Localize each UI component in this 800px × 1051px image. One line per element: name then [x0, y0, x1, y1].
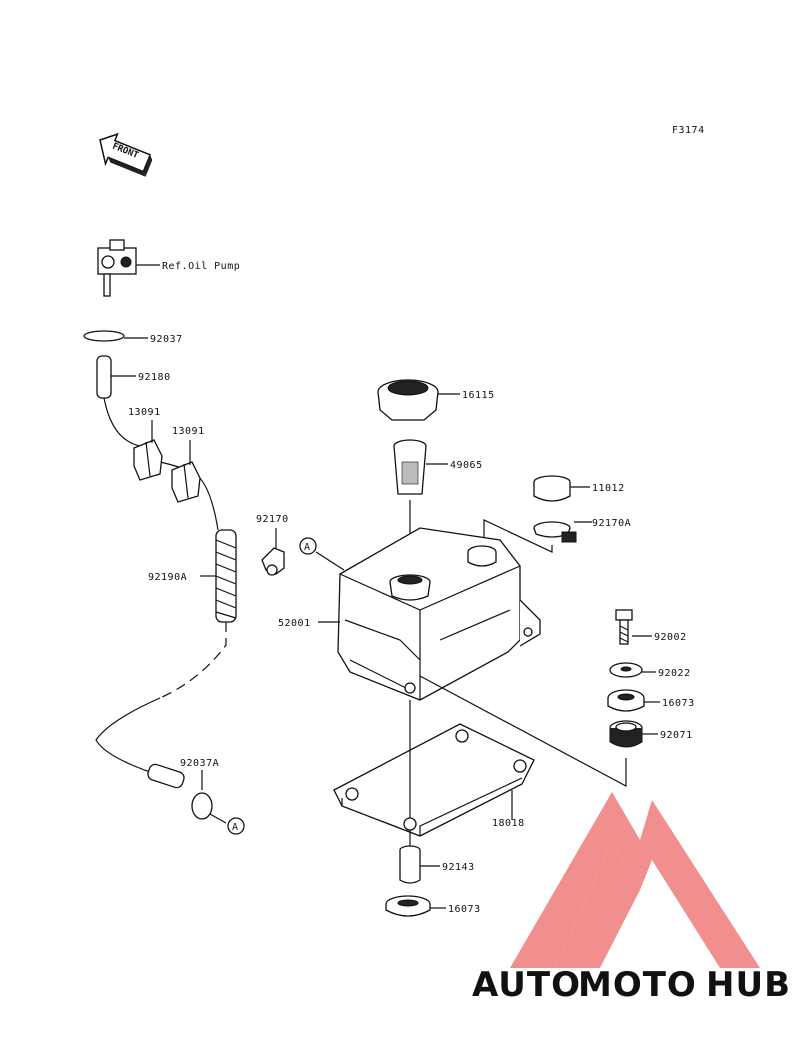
part-18018: 18018 [492, 818, 525, 829]
collar-92143-icon [399, 845, 421, 884]
ref-oil-pump-label: Ref.Oil Pump [162, 261, 240, 272]
filter-49065-icon [393, 439, 427, 495]
part-52001: 52001 [278, 618, 311, 629]
part-92170A: 92170A [592, 518, 631, 529]
part-92180: 92180 [138, 372, 171, 383]
clip-92170-icon [261, 547, 285, 576]
hose-92180-icon [96, 355, 112, 399]
callout-a-upper: A [304, 542, 310, 553]
front-arrow-icon [99, 132, 153, 177]
part-16115: 16115 [462, 390, 495, 401]
callout-a-lower-icon [227, 817, 245, 835]
grommet-13091-b-icon [171, 461, 201, 503]
part-16073-a: 16073 [662, 698, 695, 709]
watermark-logo [510, 792, 760, 968]
washer-92022-icon [609, 662, 643, 678]
part-13091-b: 13091 [172, 426, 205, 437]
bolt-92002-icon [615, 609, 633, 645]
part-92170: 92170 [256, 514, 289, 525]
hose-92190A-icon [215, 529, 237, 623]
pipe-92037A-icon [147, 763, 185, 789]
part-11012: 11012 [592, 483, 625, 494]
watermark-auto: AUTO [472, 965, 581, 1005]
callout-a-lower: A [232, 822, 238, 833]
part-92037A: 92037A [180, 758, 219, 769]
grommet-13091-a-icon [133, 439, 163, 481]
damper-16073-b-icon [385, 895, 431, 917]
tray-18018-icon [333, 723, 535, 837]
part-92190A: 92190A [148, 572, 187, 583]
part-49065: 49065 [450, 460, 483, 471]
part-92071: 92071 [660, 730, 693, 741]
oil-pump-icon [97, 239, 160, 297]
watermark-moto: MOTO [578, 965, 697, 1005]
clamp-92037A-icon [191, 792, 213, 820]
tank-cap-16115-icon [377, 379, 439, 421]
part-92002: 92002 [654, 632, 687, 643]
cap-11012-icon [533, 475, 571, 502]
part-13091-a: 13091 [128, 407, 161, 418]
part-92022: 92022 [658, 668, 691, 679]
clamp-92170A-icon [533, 521, 577, 543]
part-16073-b: 16073 [448, 904, 481, 915]
part-92143: 92143 [442, 862, 475, 873]
figure-code: F3174 [672, 125, 705, 136]
fuel-tank-52001-icon [337, 527, 541, 701]
callout-a-upper-icon [299, 537, 317, 555]
clamp-92037-icon [83, 330, 125, 342]
rubber-92071-icon [609, 720, 643, 748]
part-92037: 92037 [150, 334, 183, 345]
damper-16073-a-icon [607, 689, 645, 712]
watermark-hub: HUB [706, 965, 791, 1005]
